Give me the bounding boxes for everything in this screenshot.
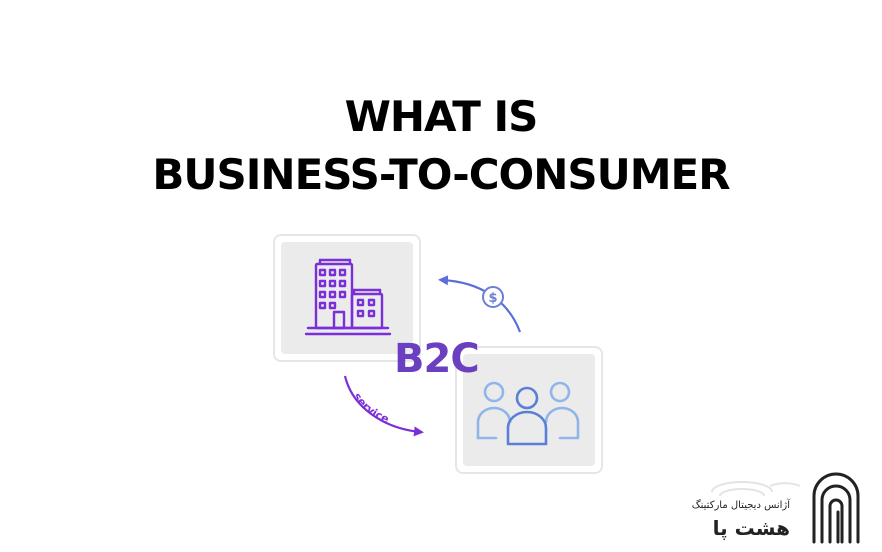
people-group-icon	[476, 381, 580, 446]
dollar-coin-icon: $	[482, 286, 504, 308]
service-label: service	[351, 390, 391, 426]
payment-arrow	[438, 275, 522, 333]
logo-watermark-icon	[711, 481, 801, 497]
service-label-text: service	[351, 390, 391, 426]
b2c-label: B2C	[394, 336, 480, 382]
svg-text:$: $	[488, 291, 497, 306]
service-arrow	[343, 375, 424, 437]
building-icon	[304, 258, 392, 336]
page-title-line-2: BUSINESS-TO-CONSUMER	[152, 150, 730, 199]
hashtpa-logo-icon	[812, 472, 860, 544]
page-title-line-1: WHAT IS	[344, 92, 539, 141]
logo-tagline: آژانس دیجیتال مارکتینگ	[691, 500, 790, 511]
logo-name: هشت پا	[712, 516, 790, 540]
business-card	[273, 234, 421, 362]
